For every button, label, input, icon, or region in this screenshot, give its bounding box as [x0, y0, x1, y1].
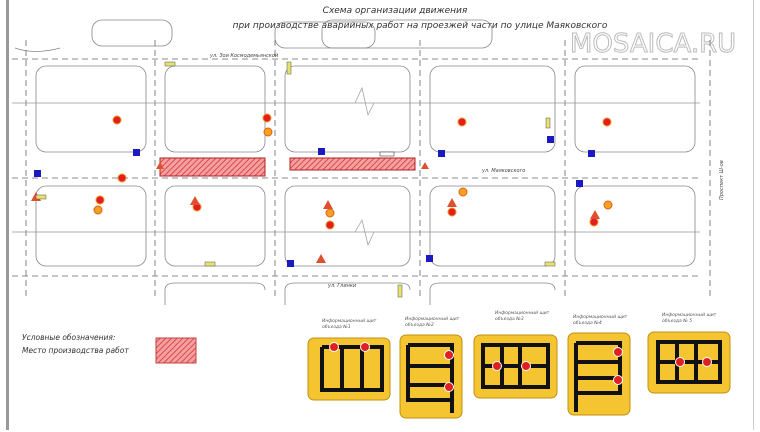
info-board-3: Информационный щит объезда №3: [473, 310, 558, 399]
lane-markings: [12, 40, 711, 300]
info-sign-icon: [438, 150, 445, 157]
no-entry-sign-icon: [444, 350, 454, 360]
street-label-bottom: ул. Глинки: [327, 283, 357, 289]
no-entry-sign-icon: [457, 117, 467, 127]
watermark: MOSAICA.RU: [570, 29, 736, 59]
info-sign-icon: [287, 260, 294, 267]
legend-item-label: Место производства работ: [22, 346, 129, 355]
info-board-1: Информационный щит объезда №1: [307, 318, 391, 401]
warning-sign-icon: [421, 162, 429, 169]
board-caption: Информационный щит: [495, 310, 550, 316]
no-entry-sign-icon: [602, 117, 612, 127]
cut-lines: [12, 86, 700, 247]
no-entry-sign-icon: [702, 357, 712, 367]
title-line-2: при производстве аварийных работ на прое…: [233, 21, 608, 31]
detour-sign-icon: [93, 205, 103, 215]
barrier: [379, 151, 395, 157]
board-caption: Информационный щит: [662, 312, 717, 318]
no-entry-sign-icon: [117, 173, 127, 183]
info-sign-icon: [426, 255, 433, 262]
no-entry-sign-icon: [613, 375, 623, 385]
road-signs: [31, 61, 613, 298]
no-entry-sign-icon: [112, 115, 122, 125]
info-sign-icon: [318, 148, 325, 155]
board-caption: объезда № 5: [662, 318, 692, 324]
work-zone-1: [159, 157, 266, 177]
no-entry-sign-icon: [589, 217, 599, 227]
no-entry-sign-icon: [492, 361, 502, 371]
info-sign-icon: [133, 149, 140, 156]
street-label-right: Проспект Ш-ов: [719, 160, 725, 200]
no-entry-sign-icon: [444, 382, 454, 392]
detour-sign-icon: [325, 208, 335, 218]
direction-sign-icon: [397, 284, 403, 298]
warning-sign-icon: [190, 196, 200, 205]
warning-sign-icon: [156, 162, 164, 169]
info-board-2: Информационный щит объезда №2: [399, 316, 463, 419]
work-zone-2: [289, 157, 416, 171]
direction-sign-icon: [286, 61, 292, 75]
info-sign-icon: [588, 150, 595, 157]
board-caption: объезда №3: [495, 316, 524, 322]
info-board-5: Информационный щит объезда № 5: [647, 312, 731, 394]
no-entry-sign-icon: [325, 220, 335, 230]
board-caption: Информационный щит: [405, 316, 460, 322]
no-entry-sign-icon: [613, 347, 623, 357]
street-label-middle: ул. Маяковского: [481, 168, 525, 174]
title-line-1: Схема организации движения: [323, 6, 468, 16]
direction-sign-icon: [164, 61, 176, 67]
legend-work-zone-swatch: [155, 337, 197, 364]
city-blocks: [14, 19, 696, 305]
direction-sign-icon: [545, 117, 551, 129]
street-label-top: ул. Зои Космодемьянской: [209, 53, 279, 59]
board-caption: объезда №4: [573, 320, 602, 326]
drawing-frame: [6, 0, 754, 430]
warning-sign-icon: [447, 198, 457, 207]
no-entry-sign-icon: [447, 207, 457, 217]
info-sign-icon: [547, 136, 554, 143]
info-board-4: Информационный щит объезда №4: [567, 314, 631, 416]
direction-sign-icon: [35, 194, 47, 200]
no-entry-sign-icon: [521, 361, 531, 371]
no-entry-sign-icon: [262, 113, 272, 123]
board-caption: объезда №1: [322, 324, 351, 330]
info-sign-icon: [34, 170, 41, 177]
no-entry-sign-icon: [95, 195, 105, 205]
warning-sign-icon: [323, 200, 333, 209]
board-caption: Информационный щит: [573, 314, 628, 320]
info-sign-icon: [576, 180, 583, 187]
warning-sign-icon: [590, 210, 600, 219]
detour-sign-icon: [263, 127, 273, 137]
warning-sign-icon: [316, 254, 326, 263]
detour-sign-icon: [458, 187, 468, 197]
board-caption: объезда №2: [405, 322, 434, 328]
no-entry-sign-icon: [675, 357, 685, 367]
direction-sign-icon: [204, 261, 216, 267]
board-caption: Информационный щит: [322, 318, 377, 324]
direction-sign-icon: [544, 261, 556, 267]
legend-heading: Условные обозначения:: [22, 333, 115, 342]
detour-sign-icon: [603, 200, 613, 210]
no-entry-sign-icon: [360, 342, 370, 352]
no-entry-sign-icon: [329, 342, 339, 352]
